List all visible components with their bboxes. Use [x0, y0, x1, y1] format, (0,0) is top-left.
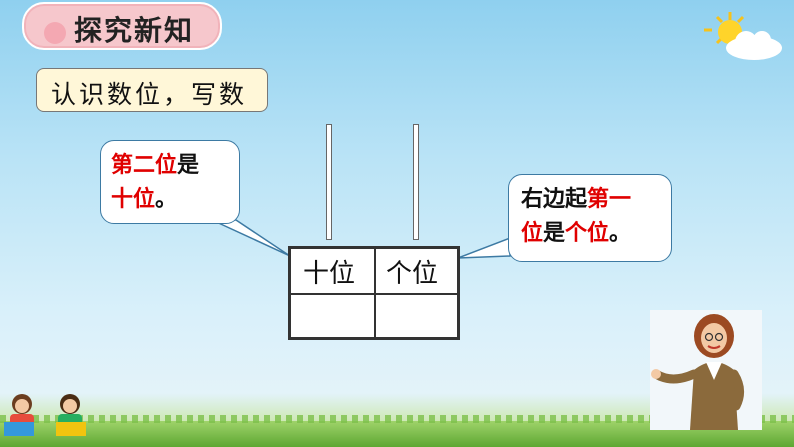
left-speech-bubble: 第二位是 十位。 — [100, 140, 240, 224]
right-bubble-tail — [457, 236, 511, 259]
ones-label: 个位 — [386, 259, 439, 289]
left-bubble-red-text-1: 第二位 — [111, 153, 178, 178]
right-bubble-red-text-2: 位 — [521, 221, 544, 246]
right-bubble-black-text-1: 右边起 — [521, 187, 588, 212]
left-bubble-line1: 第二位是 — [111, 149, 239, 183]
left-bubble-black-text-2: 。 — [155, 187, 178, 212]
tens-value-cell[interactable] — [290, 294, 375, 338]
left-bubble-black-text-1: 是 — [177, 153, 200, 178]
subtitle-box: 认识数位，写数 — [36, 68, 268, 112]
sun-cloud-icon — [704, 12, 782, 60]
title-decoration — [44, 22, 66, 44]
right-bubble-black-text-2: 是 — [543, 221, 566, 246]
section-title: 探究新知 — [74, 14, 195, 47]
ones-rod — [413, 124, 419, 240]
left-bubble-red-text-2: 十位 — [111, 187, 156, 212]
right-bubble-red-text-1: 第一 — [587, 187, 632, 212]
tens-label: 十位 — [303, 259, 356, 289]
section-title-pill: 探究新知 — [22, 2, 222, 50]
table-header-ones: 个位 — [375, 248, 458, 294]
table-header-tens: 十位 — [290, 248, 375, 294]
right-bubble-line2: 位是个位。 — [521, 217, 671, 251]
teacher-illustration — [650, 310, 762, 430]
subtitle-text: 认识数位，写数 — [51, 80, 248, 109]
place-value-table: 十位 个位 — [288, 246, 460, 340]
right-speech-bubble: 右边起第一 位是个位。 — [508, 174, 672, 262]
right-bubble-black-text-3: 。 — [609, 221, 632, 246]
right-bubble-red-text-3: 个位 — [565, 221, 610, 246]
tens-rod — [326, 124, 332, 240]
left-bubble-tail — [211, 219, 291, 257]
teacher-icon — [651, 314, 744, 430]
ones-value-cell[interactable] — [375, 294, 458, 338]
left-bubble-line2: 十位。 — [111, 183, 239, 217]
kids-reading-icon — [4, 394, 86, 436]
right-bubble-line1: 右边起第一 — [521, 183, 671, 217]
